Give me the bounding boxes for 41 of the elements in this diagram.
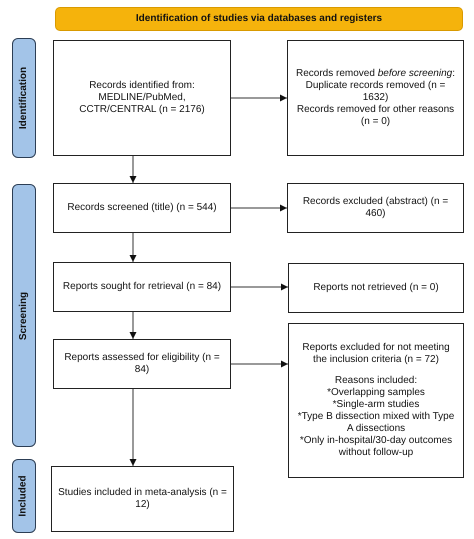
process-box — [287, 40, 464, 156]
arrow — [130, 156, 136, 184]
process-box — [51, 466, 234, 532]
stage-band — [12, 184, 36, 447]
box-text: *Overlapping samples — [327, 387, 425, 399]
process-box — [288, 323, 464, 478]
arrow — [130, 388, 136, 466]
box-text: Duplicate records removed (n = 1632) — [304, 80, 446, 104]
arrow — [230, 204, 288, 212]
box-text: *Type B dissection mixed with Type A dissections — [296, 411, 456, 435]
box-text: Reports excluded for not meeting the inclusion criteria (n = 72) — [301, 342, 451, 366]
box-text: Reports not retrieved (n = 0) — [313, 282, 439, 294]
process-box — [287, 183, 464, 233]
stage-band — [12, 38, 36, 158]
arrow — [230, 360, 288, 368]
arrow — [230, 284, 288, 290]
process-box — [53, 183, 231, 233]
header-banner — [55, 7, 463, 31]
box-text: Reasons included: — [334, 375, 418, 387]
box-text: Studies included in meta-analysis (n = 12) — [58, 487, 227, 511]
box-text: Records removed for other reasons (n = 0) — [296, 104, 456, 128]
stage-label: Identification — [18, 66, 30, 130]
process-box — [53, 40, 231, 156]
box-text: Records removed before screening: — [296, 68, 455, 80]
box-text: Records screened (title) (n = 544) — [67, 202, 217, 214]
box-text: Records excluded (abstract) (n = 460) — [302, 196, 450, 220]
process-box — [53, 339, 231, 389]
process-box — [53, 262, 231, 312]
stage-label: Screening — [18, 291, 30, 340]
box-text: Reports assessed for eligibility (n = 84) — [63, 352, 221, 376]
box-text: Records identified from: MEDLINE/PubMed, CCTR/CENTRAL (n = 2176) — [78, 80, 206, 116]
process-box — [288, 263, 464, 313]
arrow — [230, 94, 288, 102]
arrow — [130, 312, 136, 340]
box-text: *Single-arm studies — [332, 399, 420, 411]
stage-label: Included — [18, 475, 30, 517]
box-text: Reports sought for retrieval (n = 84) — [62, 281, 222, 293]
arrow — [130, 232, 136, 262]
box-text: *Only in-hospital/30-day outcomes without follow-up — [298, 435, 454, 459]
title-text: Identification of studies via databases and registers — [136, 13, 382, 25]
stage-band — [12, 459, 36, 533]
